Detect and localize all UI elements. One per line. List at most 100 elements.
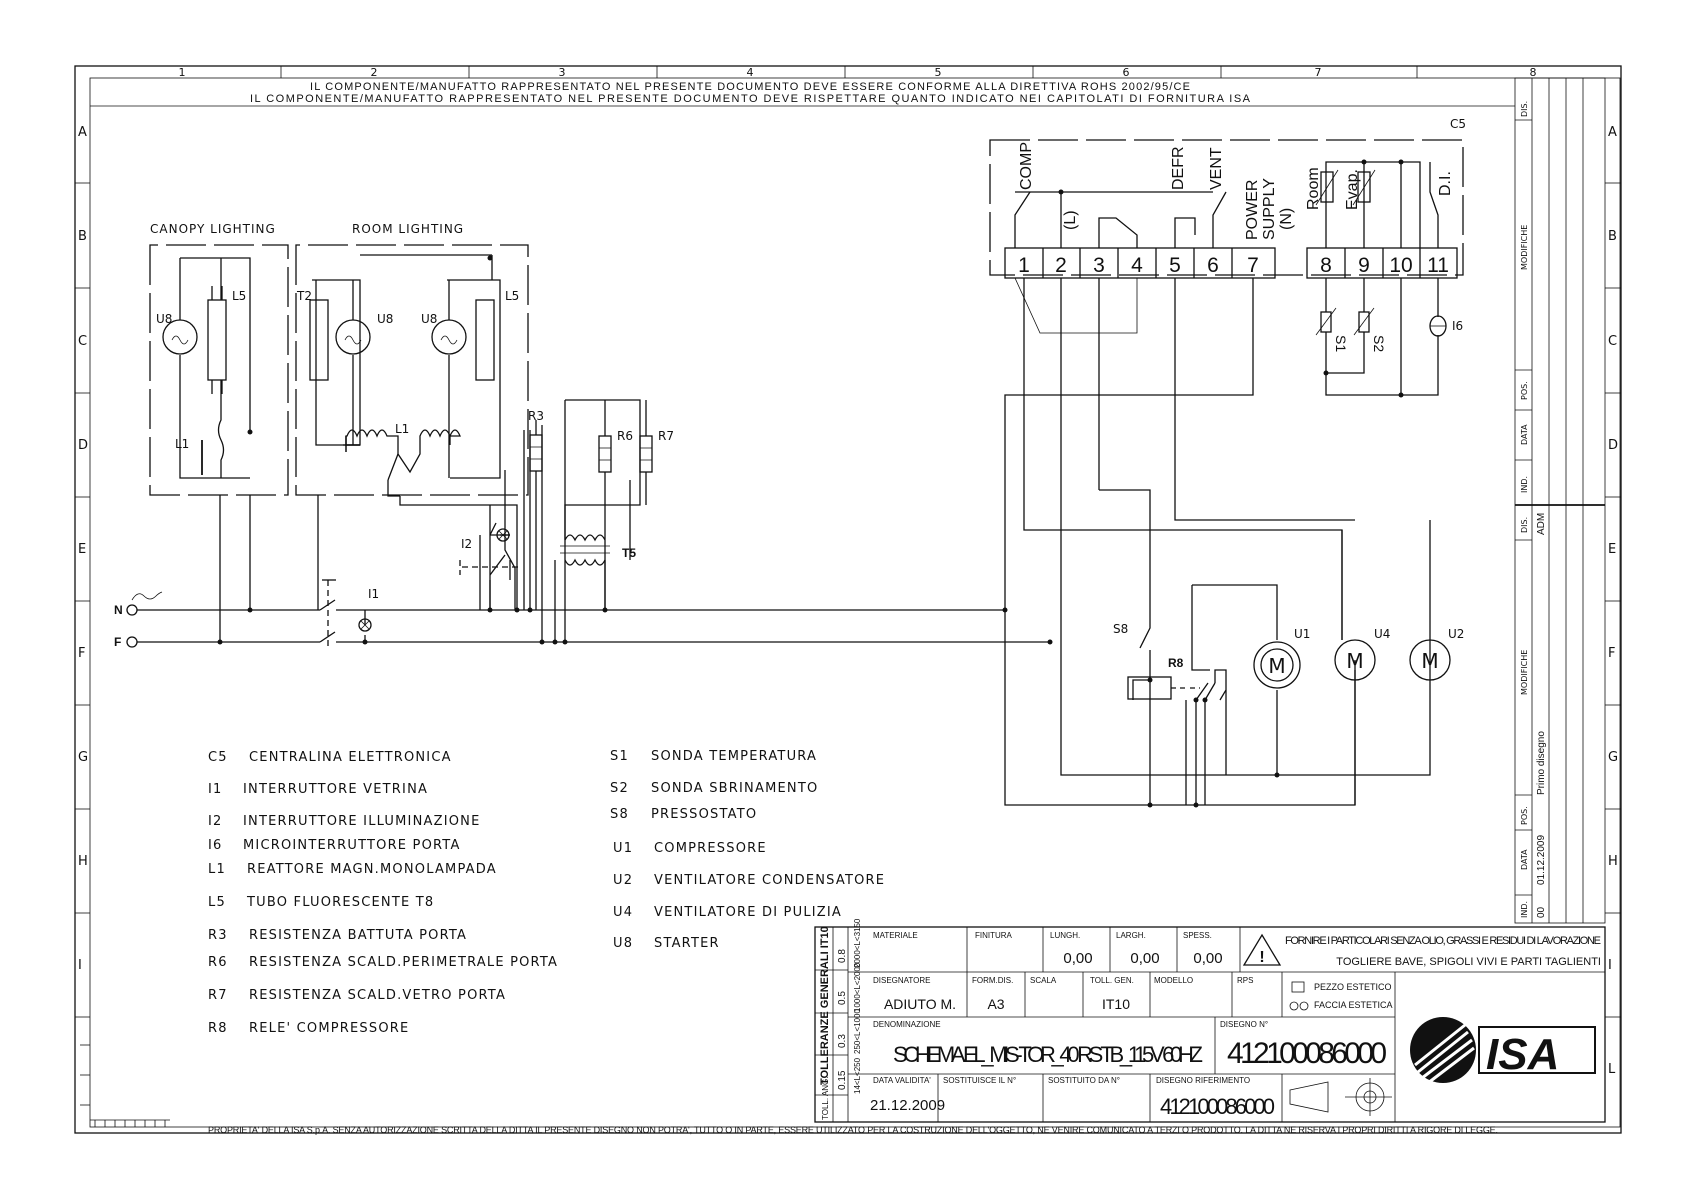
modello-label: MODELLO xyxy=(1154,976,1193,985)
legend-desc: MICROINTERRUTTORE PORTA xyxy=(243,838,461,853)
legend-desc: SONDA SBRINAMENTO xyxy=(651,781,818,796)
rev-data-value: 01.12.2009 xyxy=(1536,835,1547,885)
controller-dots xyxy=(1058,159,1404,195)
legend-desc: REATTORE MAGN.MONOLAMPADA xyxy=(247,862,497,877)
terminal-number: 11 xyxy=(1427,254,1449,277)
faccia-estetica-label: FACCIA ESTETICA xyxy=(1314,1000,1393,1010)
legend-code: I2 xyxy=(208,814,223,829)
defr-label: DEFR xyxy=(1170,146,1187,190)
row-letter: E xyxy=(78,542,86,557)
rev-pos-label: POS. xyxy=(1520,806,1529,825)
toll-gen-label: TOLL. GEN. xyxy=(1090,976,1134,985)
i2-label: I2 xyxy=(461,537,472,551)
c5-label: C5 xyxy=(1450,117,1466,131)
u1-label: U1 xyxy=(1294,627,1310,641)
room-circuit xyxy=(309,254,501,479)
u8-label: U8 xyxy=(156,312,172,326)
probe-dots xyxy=(1323,370,1404,398)
lighting-section: CANOPY LIGHTING ROOM LIGHTING U8 L5 L1 xyxy=(149,222,529,535)
legend-code: C5 xyxy=(208,750,228,765)
row-letter: L xyxy=(1608,1062,1616,1077)
legend-code: S8 xyxy=(610,807,629,822)
row-letter: D xyxy=(1608,438,1618,453)
l1-label: L1 xyxy=(395,422,409,436)
legend-code: R3 xyxy=(208,928,228,943)
supply-label: SUPPLY xyxy=(1261,178,1278,240)
room-enclosure xyxy=(295,244,529,496)
tol-value: 0.8 xyxy=(837,949,848,963)
revision-block: DIS. MODIFICHE POS. DATA IND. DIS. MODIF… xyxy=(1514,77,1606,924)
legend-code: I6 xyxy=(208,838,223,853)
legend-code: L1 xyxy=(208,862,226,877)
motor-u2-letter: M xyxy=(1421,649,1438,673)
spess-label: SPESS. xyxy=(1183,931,1212,940)
rev-modifiche-value: Primo disegno xyxy=(1536,731,1547,795)
disegno-n-label: DISEGNO N° xyxy=(1220,1020,1268,1029)
legend-code: R7 xyxy=(208,988,228,1003)
room-lighting-label: ROOM LIGHTING xyxy=(352,222,464,236)
materiale-label: MATERIALE xyxy=(873,931,918,940)
r8-label: R8 xyxy=(1168,656,1184,670)
disegnatore-value: ADIUTO M. xyxy=(884,996,956,1012)
probe-sensors xyxy=(1315,169,1376,206)
r7-label: R7 xyxy=(658,429,674,443)
comp-label: COMP xyxy=(1018,142,1035,190)
rev-data-label: DATA xyxy=(1520,424,1529,445)
rev-dis-label: DIS. xyxy=(1520,517,1529,533)
col-number: 8 xyxy=(1530,66,1537,79)
disegnatore-label: DISEGNATORE xyxy=(873,976,931,985)
form-dis-value: A3 xyxy=(987,996,1004,1012)
sostituito-label: SOSTITUITO DA N° xyxy=(1048,1076,1120,1085)
ownership-footer: PROPRIETA' DELLA ISA S.p.A. SENZA AUTORI… xyxy=(208,1125,1498,1135)
legend-desc: RESISTENZA SCALD.PERIMETRALE PORTA xyxy=(249,955,558,970)
motor-u1-letter: M xyxy=(1268,654,1285,678)
neutral-label: N xyxy=(114,603,123,617)
r6-label: R6 xyxy=(617,429,633,443)
rps-label: RPS xyxy=(1237,976,1253,985)
svg-text:!: ! xyxy=(1259,949,1264,966)
tol-range: 250<L<1000 xyxy=(853,1009,862,1054)
rev-modifiche-label: MODIFICHE xyxy=(1520,650,1529,695)
s2-label: S2 xyxy=(1371,335,1387,352)
title-block: TOLLERANZE GENERALI IT10 0.8 0.5 0.3 0.1… xyxy=(814,918,1606,1123)
legend-desc: SONDA TEMPERATURA xyxy=(651,749,817,764)
canopy-lighting-label: CANOPY LIGHTING xyxy=(150,222,276,236)
room-starter-u8-b xyxy=(431,319,467,355)
legend-code: S2 xyxy=(610,781,629,796)
form-dis-label: FORM.DIS. xyxy=(972,976,1013,985)
rev-data-label: DATA xyxy=(1520,849,1529,870)
canopy-circuit xyxy=(179,257,251,479)
i6-label: I6 xyxy=(1452,319,1463,333)
legend-desc: TUBO FLUORESCENTE T8 xyxy=(246,895,434,910)
col-number: 1 xyxy=(179,66,186,79)
legend-code: U4 xyxy=(613,905,633,920)
legend-desc: INTERRUTTORE ILLUMINAZIONE xyxy=(243,814,481,829)
legend-code: U8 xyxy=(613,936,633,951)
r3-label: R3 xyxy=(528,409,544,423)
terminal-number: 7 xyxy=(1247,254,1259,277)
s8-label: S8 xyxy=(1113,622,1128,636)
legend-desc: RESISTENZA BATTUTA PORTA xyxy=(249,928,467,943)
legend-desc: RESISTENZA SCALD.VETRO PORTA xyxy=(249,988,506,1003)
motor-u4-letter: M xyxy=(1346,649,1363,673)
canopy-starter-u8 xyxy=(162,319,198,355)
warning-burrs: TOGLIERE BAVE, SPIGOLI VIVI E PARTI TAGL… xyxy=(1336,956,1601,968)
i1-label: I1 xyxy=(368,587,379,601)
row-letter: H xyxy=(1608,854,1618,869)
legend-desc: COMPRESSORE xyxy=(654,841,767,856)
evap-label: Evap. xyxy=(1344,169,1361,210)
di-label: D.I. xyxy=(1437,171,1454,196)
row-letter: E xyxy=(1608,542,1616,557)
rohs-note: IL COMPONENTE/MANUFATTO RAPPRESENTATO NE… xyxy=(310,81,1190,93)
row-letters-left: A B C D E F G H I xyxy=(78,125,88,973)
legend-item: I6 MICROINTERRUTTORE PORTA xyxy=(208,838,461,853)
row-letters-right: A B C D E F G H I L xyxy=(1608,125,1618,1077)
warning-oil: FORNIRE I PARTICOLARI SENZA OLIO, GRASSI… xyxy=(1285,935,1601,947)
rev-pos-label: POS. xyxy=(1520,381,1529,400)
toll-ang-label: TOLL. ANG. xyxy=(821,1077,830,1120)
legend-item: S2 SONDA SBRINAMENTO xyxy=(610,781,818,796)
motor-u4: M xyxy=(1334,639,1376,681)
